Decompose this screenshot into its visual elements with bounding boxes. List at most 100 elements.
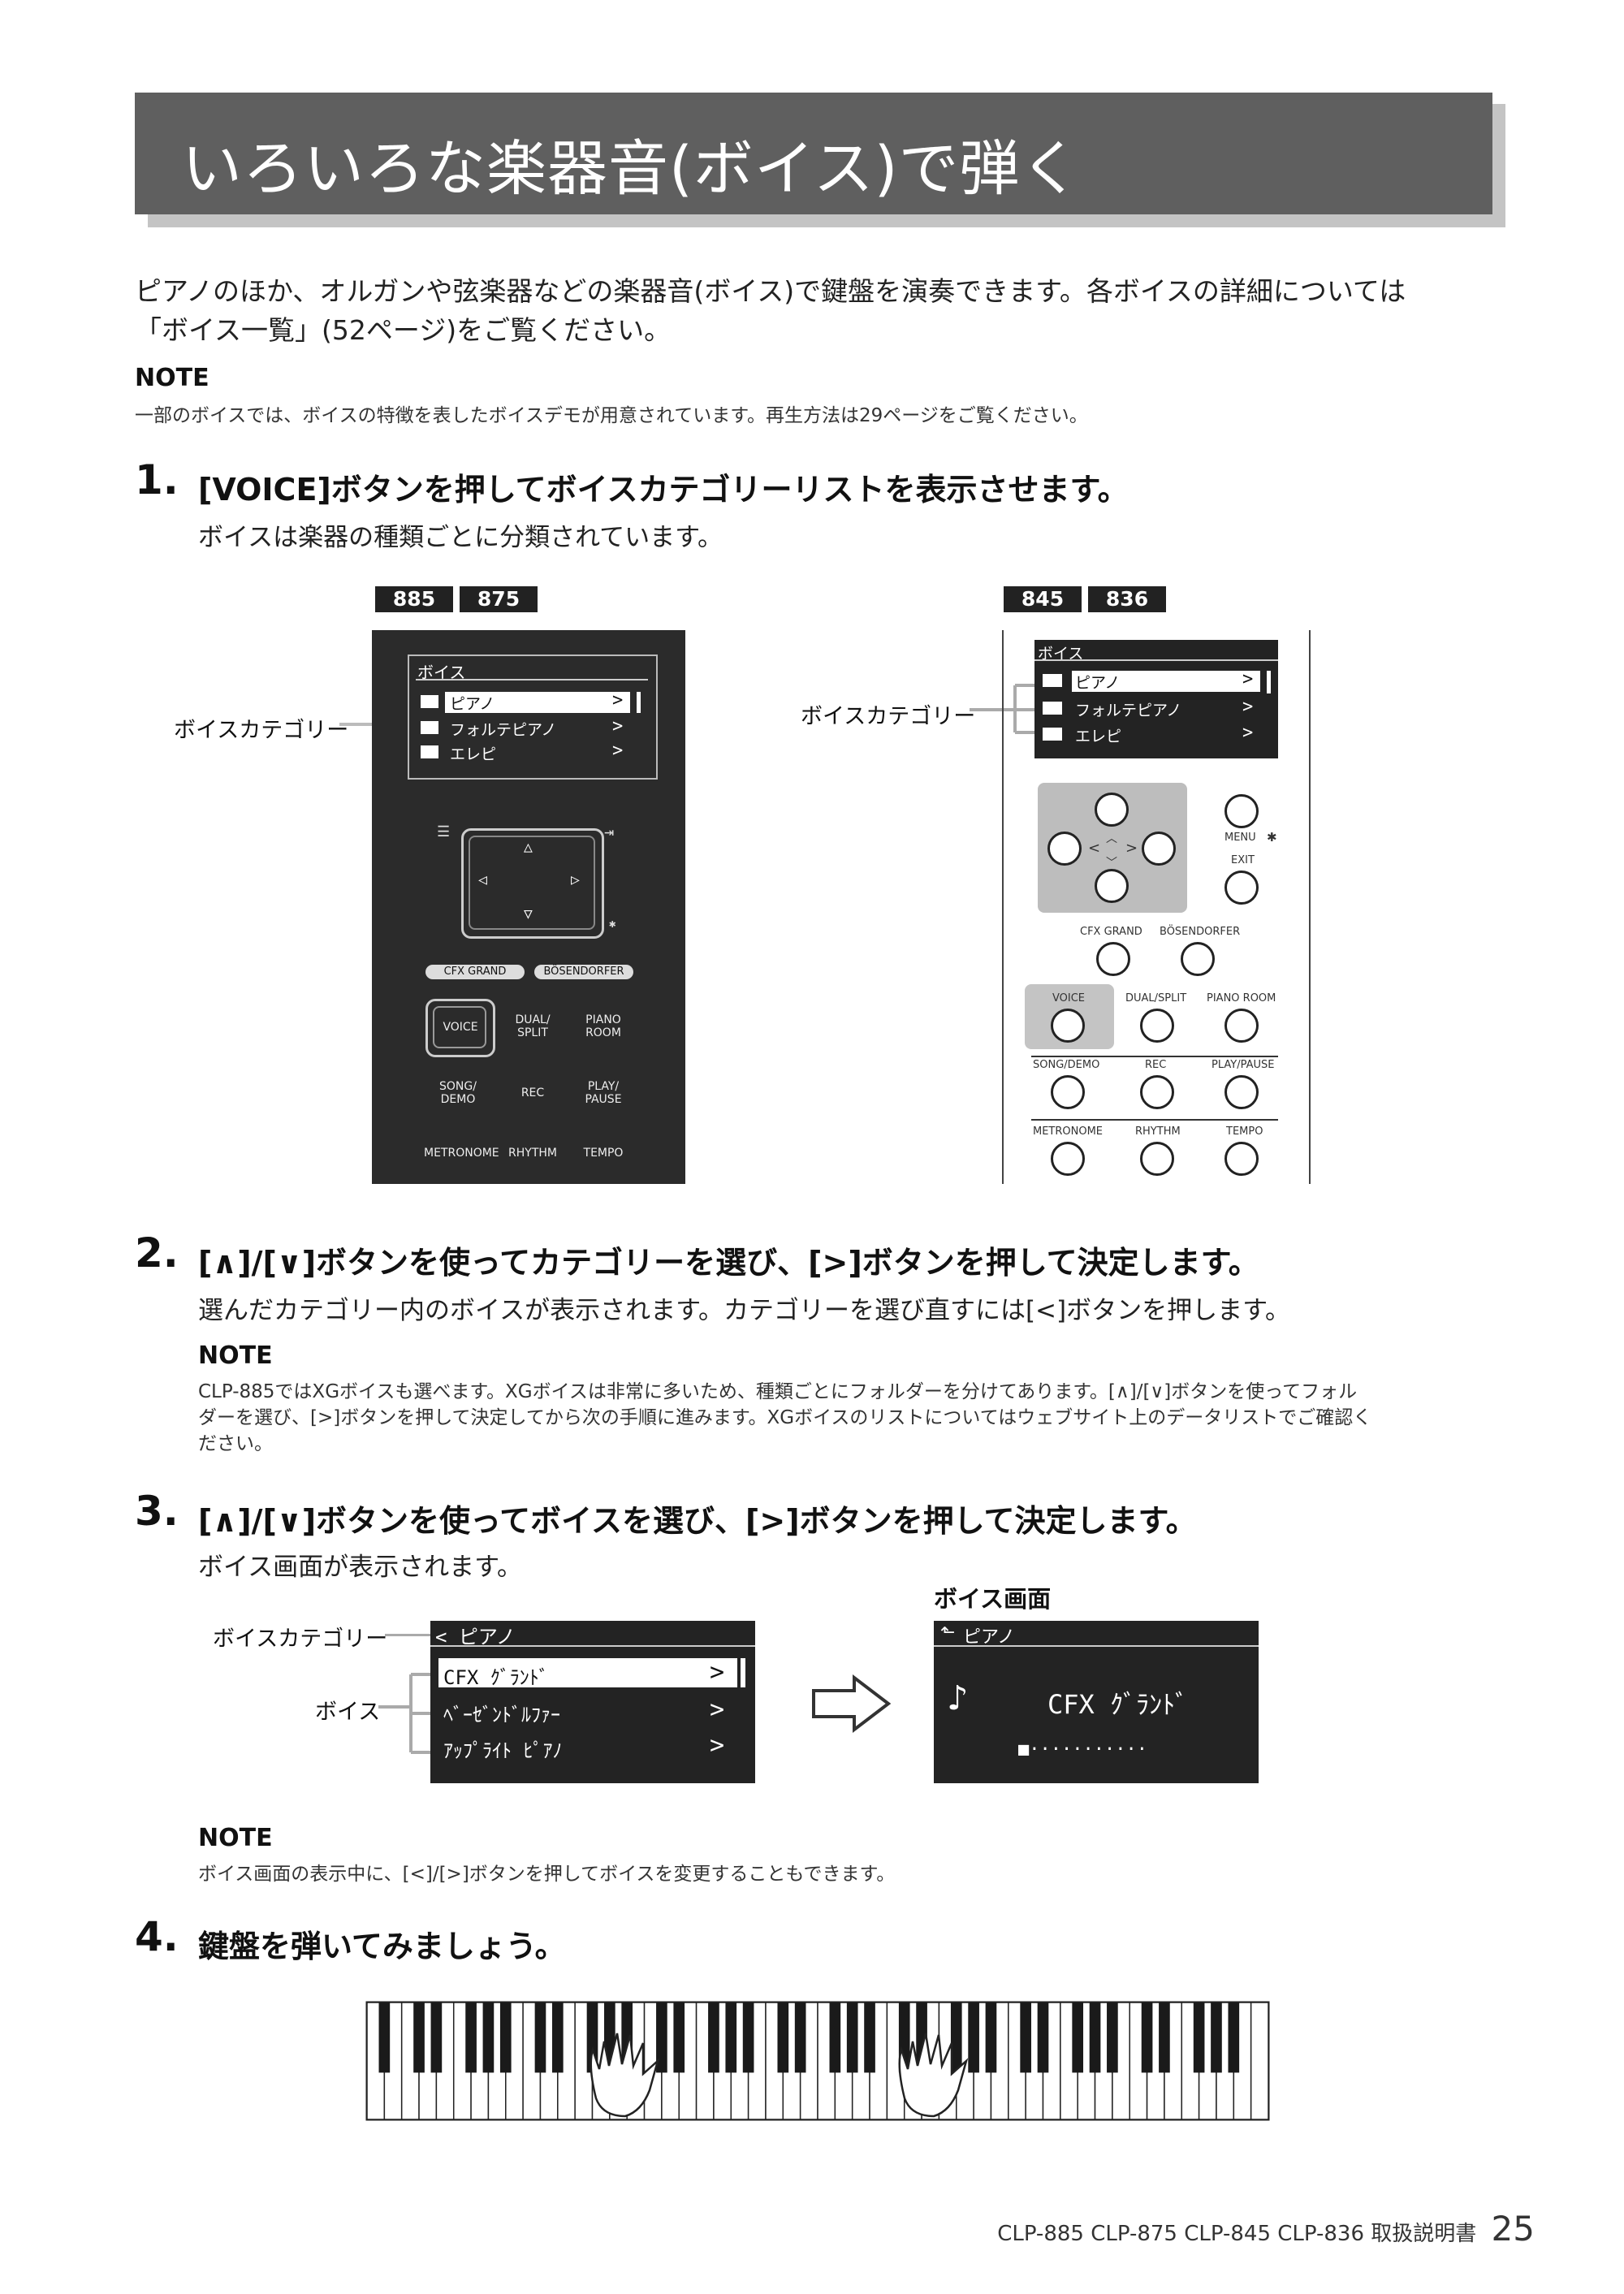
dual-split-button[interactable] — [1140, 1009, 1174, 1043]
category-label: ピアノ — [450, 695, 495, 713]
dual-split-button[interactable]: DUAL/SPLIT — [515, 1013, 551, 1039]
scrollbar — [637, 692, 641, 713]
callout-voice-category: ボイスカテゴリー — [174, 718, 349, 743]
step-description: ボイス画面が表示されます。 — [198, 1553, 522, 1582]
arrow-icon: > — [612, 716, 624, 737]
voice-label[interactable]: ﾍﾞｰｾﾞﾝﾄﾞﾙﾌｧｰ — [443, 1704, 560, 1726]
bluetooth-icon: ✱ — [609, 918, 616, 931]
exit-icon[interactable]: ⇥ — [604, 822, 615, 841]
exit-button[interactable] — [1224, 871, 1259, 905]
metronome-button[interactable] — [1051, 1142, 1085, 1176]
down-icon[interactable]: ▽ — [524, 905, 533, 922]
tempo-label: TEMPO — [1226, 1125, 1263, 1138]
category-label[interactable]: エレピ — [1075, 728, 1122, 745]
control-panel-885: ボイス ピアノ > フォルテピアノ > エレピ > ☰ ⇥ △ ▽ ◁ ▷ ✱ … — [372, 630, 685, 1184]
folder-icon — [1043, 674, 1062, 687]
black-key — [1037, 2002, 1049, 2073]
bosendorfer-button[interactable] — [1181, 942, 1215, 976]
voice-button[interactable]: VOICE — [425, 999, 495, 1057]
bosendorfer-button[interactable]: BÖSENDORFER — [534, 965, 633, 979]
arrow-icon: > — [710, 1696, 725, 1724]
up-button[interactable] — [1095, 793, 1129, 827]
model-badge: 836 — [1088, 586, 1166, 612]
play-pause-button[interactable]: PLAY/PAUSE — [585, 1080, 622, 1106]
black-key — [794, 2002, 806, 2073]
song-demo-label: SONG/DEMO — [1033, 1059, 1100, 1071]
menu-label: MENU — [1224, 832, 1256, 844]
black-key — [777, 2002, 789, 2073]
hand-icon — [590, 2033, 660, 2118]
play-pause-button[interactable] — [1224, 1075, 1259, 1109]
folder-icon — [421, 695, 438, 708]
arrow-icon: > — [1242, 697, 1254, 717]
right-icon[interactable]: ▷ — [571, 871, 580, 888]
category-label[interactable]: フォルテピアノ — [1075, 702, 1182, 719]
arrow-icon: > — [1242, 669, 1254, 689]
step-heading: 鍵盤を弾いてみましょう。 — [198, 1929, 566, 1964]
black-key — [1228, 2002, 1240, 2073]
song-demo-button[interactable] — [1051, 1075, 1085, 1109]
left-button[interactable] — [1047, 832, 1082, 866]
left-icon[interactable]: ◁ — [478, 871, 487, 888]
up-icon[interactable]: △ — [524, 839, 533, 856]
step-number: 3. — [135, 1488, 179, 1535]
category-header[interactable]: < ピアノ — [435, 1626, 516, 1648]
cfx-grand-button[interactable] — [1096, 942, 1130, 976]
piano-room-button[interactable] — [1224, 1009, 1259, 1043]
lcd-title: ボイス — [1038, 645, 1084, 663]
white-key — [1250, 2002, 1269, 2120]
metronome-button[interactable]: METRONOME — [424, 1147, 499, 1160]
black-key — [985, 2002, 997, 2073]
rec-button[interactable]: REC — [520, 1087, 545, 1099]
black-key — [413, 2002, 425, 2073]
up-arrow-icon: ⬑ — [940, 1622, 956, 1643]
lcd-display: ボイス ピアノ > フォルテピアノ > エレピ > — [1034, 640, 1278, 758]
model-badge: 845 — [1004, 586, 1082, 612]
black-key — [968, 2002, 979, 2073]
rec-button[interactable] — [1140, 1075, 1174, 1109]
category-label[interactable]: フォルテピアノ — [450, 721, 557, 739]
cursor-pad[interactable]: △ ▽ ◁ ▷ — [461, 828, 604, 939]
exit-label: EXIT — [1231, 854, 1255, 866]
rhythm-button[interactable]: RHYTHM — [508, 1147, 557, 1160]
menu-icon[interactable]: ☰ — [437, 823, 451, 840]
arrow-icon: > — [612, 690, 624, 711]
folder-icon — [1043, 702, 1062, 715]
scrollbar — [1267, 671, 1271, 693]
list-item[interactable] — [445, 692, 630, 713]
play-pause-label: PLAY/PAUSE — [1212, 1059, 1275, 1071]
category-header: ピアノ — [963, 1627, 1016, 1648]
tempo-button[interactable] — [1224, 1142, 1259, 1176]
down-button[interactable] — [1095, 869, 1129, 903]
step-number: 4. — [135, 1913, 179, 1960]
list-item[interactable] — [438, 1658, 737, 1687]
voice-screen-lcd: ⬑ ピアノ ♪ CFX ｸﾞﾗﾝﾄﾞ ■··········· — [934, 1621, 1259, 1783]
category-label[interactable]: エレピ — [450, 745, 497, 763]
page-title: いろいろな楽器音(ボイス)で弾く — [182, 134, 1082, 204]
model-badge: 875 — [460, 586, 538, 612]
step-description: 選んだカテゴリー内のボイスが表示されます。カテゴリーを選び直すには[<]ボタンを… — [198, 1296, 1291, 1325]
list-item[interactable] — [1072, 671, 1260, 692]
voice-button[interactable] — [1051, 1009, 1085, 1043]
black-key — [742, 2002, 754, 2073]
voice-label: VOICE — [443, 1021, 478, 1034]
voice-label[interactable]: ｱｯﾌﾟﾗｲﾄ ﾋﾟｱﾉ — [443, 1739, 563, 1762]
song-demo-button[interactable]: SONG/DEMO — [439, 1080, 477, 1106]
black-key — [378, 2002, 391, 2073]
down-chevron-icon: ﹀ — [1106, 857, 1117, 870]
black-key — [534, 2002, 546, 2073]
note-heading: NOTE — [198, 1824, 273, 1852]
callout-voice-category: ボイスカテゴリー — [801, 704, 976, 729]
right-button[interactable] — [1142, 832, 1176, 866]
cfx-grand-button[interactable]: CFX GRAND — [425, 965, 525, 979]
step-number: 1. — [135, 456, 179, 503]
black-key — [1020, 2002, 1031, 2073]
tempo-button[interactable]: TEMPO — [583, 1147, 624, 1160]
voice-list-lcd: < ピアノ CFX ｸﾞﾗﾝﾄﾞ > ﾍﾞｰｾﾞﾝﾄﾞﾙﾌｧｰ > ｱｯﾌﾟﾗｲ… — [430, 1621, 755, 1783]
black-key — [1159, 2002, 1170, 2073]
right-chevron-icon: > — [1125, 840, 1138, 857]
rhythm-button[interactable] — [1140, 1142, 1174, 1176]
menu-button[interactable] — [1224, 794, 1259, 828]
note-text: 一部のボイスでは、ボイスの特徴を表したボイスデモが用意されています。再生方法は2… — [135, 405, 1088, 426]
